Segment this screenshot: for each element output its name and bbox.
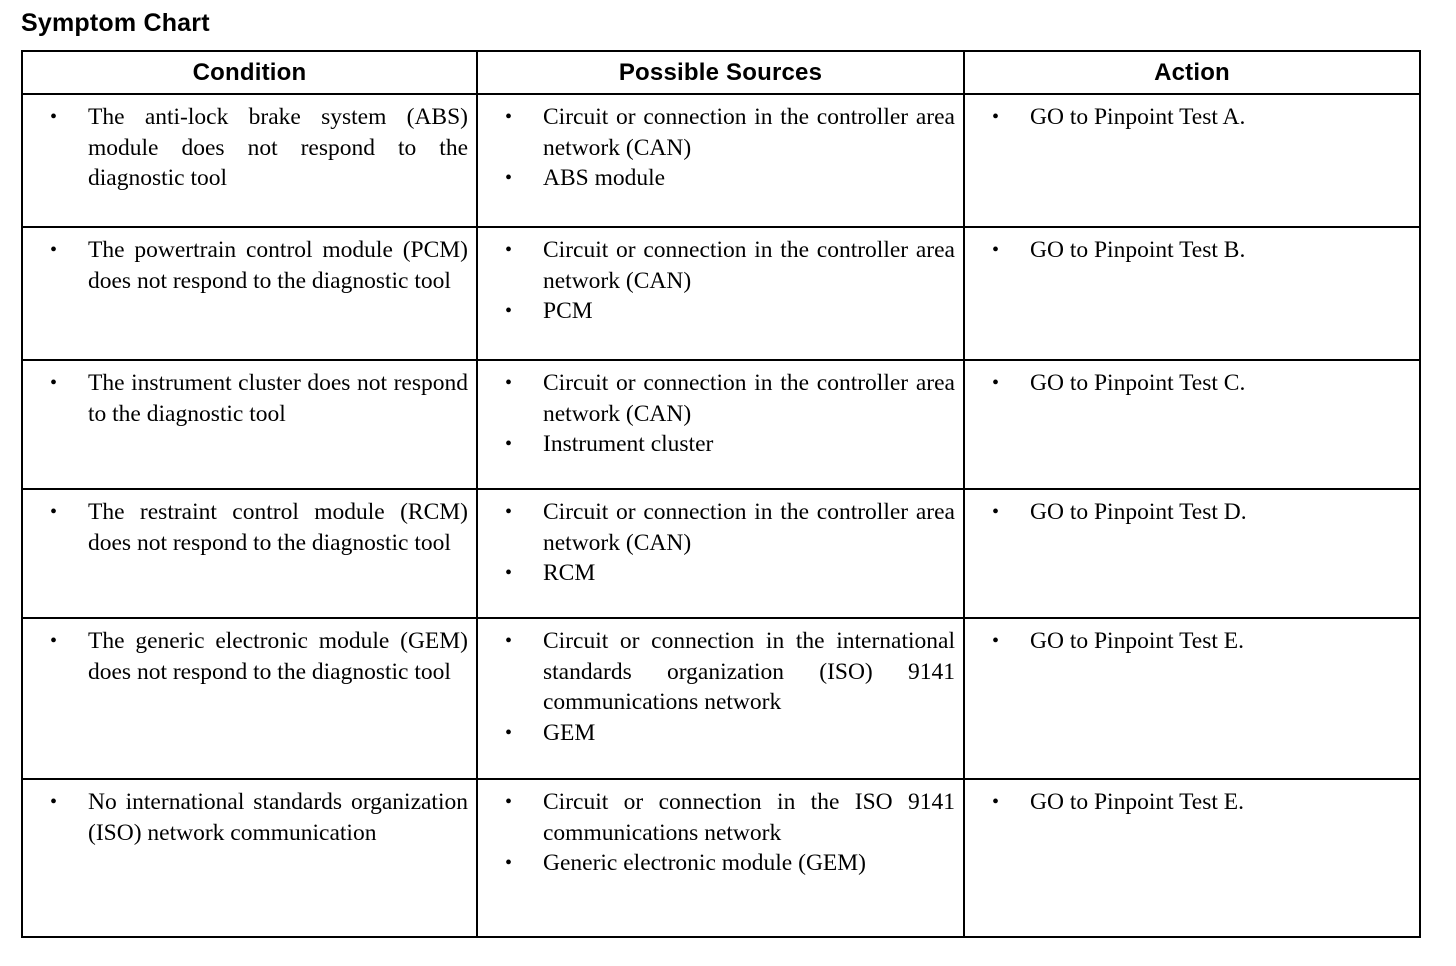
list-item: The restraint control module (RCM) does … xyxy=(31,497,468,558)
bullet-list-action: GO to Pinpoint Test B. xyxy=(973,235,1411,266)
cell-possible-sources: Circuit or connection in the controller … xyxy=(476,359,965,490)
bullet-list-condition: No international standards organization … xyxy=(31,787,468,848)
table-row: The restraint control module (RCM) does … xyxy=(21,488,1421,619)
cell-possible-sources: Circuit or connection in the controller … xyxy=(476,488,965,619)
table-row: The generic electronic module (GEM) does… xyxy=(21,617,1421,780)
bullet-list-action: GO to Pinpoint Test A. xyxy=(973,102,1411,133)
cell-action: GO to Pinpoint Test B. xyxy=(963,226,1421,361)
list-item: GO to Pinpoint Test B. xyxy=(973,235,1411,266)
list-item: GO to Pinpoint Test A. xyxy=(973,102,1411,133)
cell-possible-sources: Circuit or connection in the internation… xyxy=(476,617,965,780)
list-item: PCM xyxy=(486,296,955,327)
cell-condition: The powertrain control module (PCM) does… xyxy=(21,226,478,361)
list-item: GO to Pinpoint Test C. xyxy=(973,368,1411,399)
table-header-row: Condition Possible Sources Action xyxy=(21,50,1421,95)
column-header-possible-sources: Possible Sources xyxy=(476,50,965,95)
list-item: GO to Pinpoint Test E. xyxy=(973,787,1411,818)
bullet-list-action: GO to Pinpoint Test D. xyxy=(973,497,1411,528)
list-item: Circuit or connection in the controller … xyxy=(486,497,955,558)
table-row: The instrument cluster does not respond … xyxy=(21,359,1421,490)
cell-action: GO to Pinpoint Test E. xyxy=(963,778,1421,938)
list-item: Circuit or connection in the controller … xyxy=(486,102,955,163)
table-row: The anti-lock brake system (ABS) module … xyxy=(21,93,1421,228)
table-row: The powertrain control module (PCM) does… xyxy=(21,226,1421,361)
cell-action: GO to Pinpoint Test D. xyxy=(963,488,1421,619)
list-item: Generic electronic module (GEM) xyxy=(486,848,955,879)
cell-possible-sources: Circuit or connection in the ISO 9141 co… xyxy=(476,778,965,938)
cell-action: GO to Pinpoint Test E. xyxy=(963,617,1421,780)
list-item: RCM xyxy=(486,558,955,589)
list-item: The anti-lock brake system (ABS) module … xyxy=(31,102,468,194)
list-item: Circuit or connection in the controller … xyxy=(486,235,955,296)
cell-condition: The generic electronic module (GEM) does… xyxy=(21,617,478,780)
cell-action: GO to Pinpoint Test C. xyxy=(963,359,1421,490)
table-header: Condition Possible Sources Action xyxy=(21,50,1421,95)
list-item: Instrument cluster xyxy=(486,429,955,460)
bullet-list-condition: The restraint control module (RCM) does … xyxy=(31,497,468,558)
bullet-list-sources: Circuit or connection in the internation… xyxy=(486,626,955,748)
symptom-chart-table: Condition Possible Sources Action The an… xyxy=(21,50,1421,938)
bullet-list-condition: The powertrain control module (PCM) does… xyxy=(31,235,468,296)
bullet-list-sources: Circuit or connection in the controller … xyxy=(486,368,955,460)
list-item: GO to Pinpoint Test D. xyxy=(973,497,1411,528)
bullet-list-condition: The anti-lock brake system (ABS) module … xyxy=(31,102,468,194)
bullet-list-condition: The generic electronic module (GEM) does… xyxy=(31,626,468,687)
bullet-list-condition: The instrument cluster does not respond … xyxy=(31,368,468,429)
bullet-list-sources: Circuit or connection in the controller … xyxy=(486,235,955,327)
cell-condition: The anti-lock brake system (ABS) module … xyxy=(21,93,478,228)
bullet-list-action: GO to Pinpoint Test E. xyxy=(973,626,1411,657)
cell-possible-sources: Circuit or connection in the controller … xyxy=(476,226,965,361)
list-item: ABS module xyxy=(486,163,955,194)
table-body: The anti-lock brake system (ABS) module … xyxy=(21,93,1421,938)
cell-condition: No international standards organization … xyxy=(21,778,478,938)
list-item: Circuit or connection in the internation… xyxy=(486,626,955,718)
bullet-list-sources: Circuit or connection in the ISO 9141 co… xyxy=(486,787,955,879)
page-title: Symptom Chart xyxy=(21,9,210,37)
cell-possible-sources: Circuit or connection in the controller … xyxy=(476,93,965,228)
list-item: No international standards organization … xyxy=(31,787,468,848)
bullet-list-sources: Circuit or connection in the controller … xyxy=(486,497,955,589)
cell-condition: The instrument cluster does not respond … xyxy=(21,359,478,490)
list-item: Circuit or connection in the ISO 9141 co… xyxy=(486,787,955,848)
bullet-list-action: GO to Pinpoint Test E. xyxy=(973,787,1411,818)
bullet-list-sources: Circuit or connection in the controller … xyxy=(486,102,955,194)
bullet-list-action: GO to Pinpoint Test C. xyxy=(973,368,1411,399)
list-item: GEM xyxy=(486,718,955,749)
column-header-condition: Condition xyxy=(21,50,478,95)
list-item: The generic electronic module (GEM) does… xyxy=(31,626,468,687)
table-row: No international standards organization … xyxy=(21,778,1421,938)
column-header-action: Action xyxy=(963,50,1421,95)
cell-condition: The restraint control module (RCM) does … xyxy=(21,488,478,619)
cell-action: GO to Pinpoint Test A. xyxy=(963,93,1421,228)
list-item: GO to Pinpoint Test E. xyxy=(973,626,1411,657)
list-item: The instrument cluster does not respond … xyxy=(31,368,468,429)
list-item: The powertrain control module (PCM) does… xyxy=(31,235,468,296)
list-item: Circuit or connection in the controller … xyxy=(486,368,955,429)
